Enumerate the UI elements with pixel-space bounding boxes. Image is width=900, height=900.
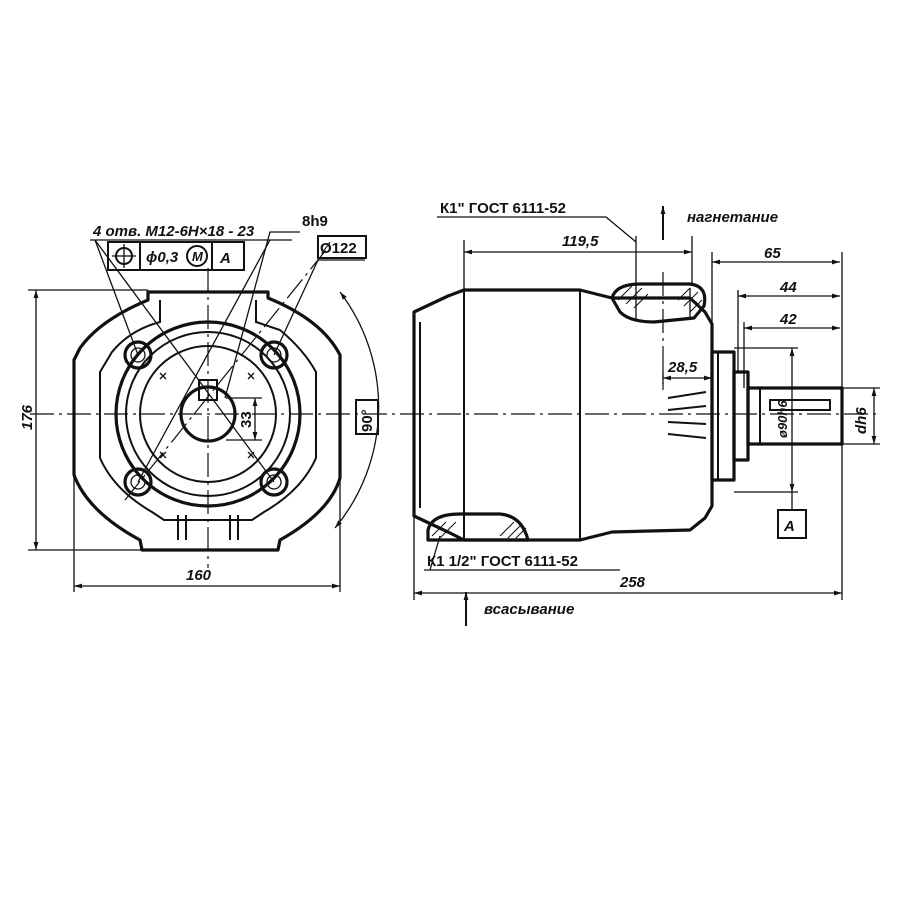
dim-28-5: 28,5: [667, 359, 698, 376]
holes-leader-3: [137, 239, 271, 483]
side-pilot: [732, 370, 750, 462]
outlet-port: [610, 282, 707, 324]
mount-hole-bottom-right: [259, 467, 289, 497]
datum-box: [777, 509, 807, 539]
shaft-fit-label: ø90h6: [775, 400, 790, 438]
width-label: 160: [186, 567, 212, 584]
flange-dia-box: [317, 235, 367, 259]
key-height-label: 33: [238, 411, 255, 428]
front-cross-marks: [159, 372, 255, 459]
flange-leader: [273, 259, 365, 356]
outlet-thread-label: К1" ГОСТ 6111-52: [440, 200, 566, 217]
key-leader: [224, 231, 300, 399]
side-flange: [710, 350, 736, 482]
shaft-dia-label: dh6: [853, 407, 870, 434]
dim-44: 44: [779, 279, 797, 296]
side-datum: A: [783, 518, 795, 535]
front-diag-centerline: [124, 244, 331, 501]
overall-length: 258: [619, 574, 646, 591]
front-foot-lines: [177, 515, 239, 540]
outlet-label: нагнетание: [687, 209, 778, 226]
inlet-thread-leader: [429, 535, 441, 571]
inlet-port: [426, 512, 530, 542]
holes-leader-1: [94, 239, 139, 356]
side-shaft: [746, 386, 844, 446]
material-condition-icon: [186, 245, 208, 267]
angle-box: [355, 399, 379, 435]
dim-119-5: 119,5: [562, 233, 599, 250]
tolerance-value: ϕ0,3: [146, 249, 179, 266]
front-view: 4 отв. M12-6H×18 - 23 ϕ0,3 M A 8h9 Ø122 …: [19, 213, 395, 592]
flange-dia-label: Ø122: [320, 240, 357, 257]
side-body-outline: [412, 288, 714, 542]
dim-42: 42: [779, 311, 797, 328]
tolerance-datum: A: [219, 250, 231, 267]
mount-hole-top-right: [259, 340, 289, 370]
position-tolerance-icon: [112, 244, 136, 268]
tolerance-frame: ϕ0,3 M A: [107, 241, 245, 271]
dim-65: 65: [764, 245, 781, 262]
key-width-label: 8h9: [302, 213, 328, 230]
holes-leader-2: [94, 239, 275, 483]
inlet-thread-label: К1 1/2" ГОСТ 6111-52: [427, 553, 578, 570]
front-body-outline: [72, 290, 342, 552]
holes-note: 4 отв. M12-6H×18 - 23: [92, 223, 255, 240]
inlet-label: всасывание: [484, 601, 574, 618]
side-view: нагнетание К1" ГОСТ 6111-52 119,5 65 44 …: [400, 200, 880, 626]
outlet-thread-leader: [437, 216, 637, 243]
angle-label: 90°: [359, 409, 376, 432]
mount-hole-top-left: [123, 340, 153, 370]
height-label: 176: [19, 404, 36, 430]
tolerance-modifier: M: [192, 249, 204, 264]
side-fins: [667, 391, 707, 439]
mount-hole-bottom-left: [123, 467, 153, 497]
